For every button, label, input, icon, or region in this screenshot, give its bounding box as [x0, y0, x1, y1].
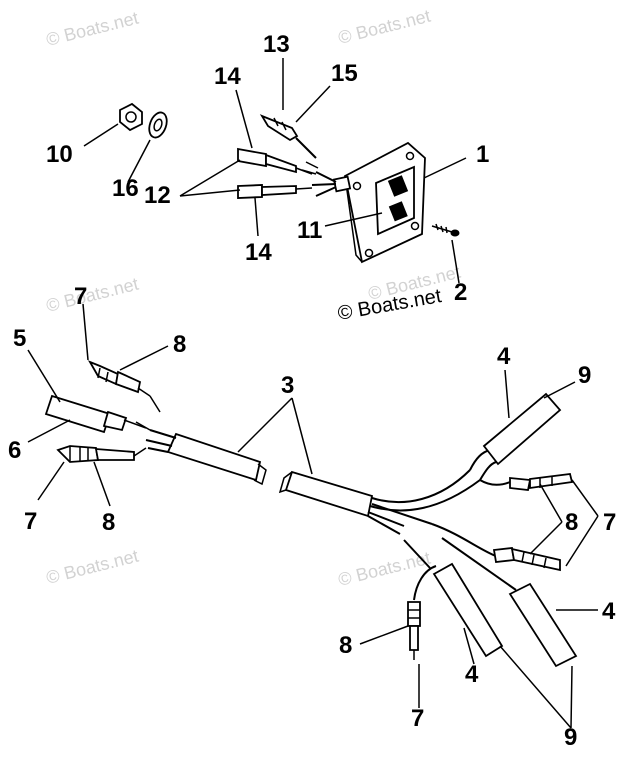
callout-6: 6	[8, 437, 21, 464]
terminal-upper	[237, 147, 313, 175]
callout-4: 4	[497, 343, 511, 370]
callout-8: 8	[565, 509, 578, 536]
switch-panel	[343, 141, 426, 264]
vertical-terminal	[407, 565, 437, 660]
callout-4: 4	[602, 598, 616, 625]
harness-left	[135, 421, 267, 486]
callout-9: 9	[564, 724, 577, 751]
callout-14: 14	[245, 239, 272, 266]
harness-right	[278, 469, 481, 535]
terminal-lower	[237, 184, 313, 199]
callout-8: 8	[102, 509, 115, 536]
screw	[431, 223, 460, 237]
callout-11: 11	[297, 217, 322, 244]
callout-3: 3	[281, 372, 294, 399]
callout-10: 10	[46, 141, 73, 168]
washer	[148, 111, 168, 139]
bullet-terminal	[259, 114, 317, 159]
callout-8: 8	[339, 632, 352, 659]
callout-9: 9	[578, 362, 591, 389]
watermark: © Boats.net	[44, 8, 140, 50]
callout-5: 5	[13, 325, 26, 352]
panel-wire-bundle	[301, 161, 352, 197]
lower-leader-lines	[27, 303, 599, 729]
callout-14: 14	[214, 63, 241, 90]
callout-8: 8	[173, 331, 186, 358]
watermark: © Boats.net	[336, 6, 432, 48]
callout-12: 12	[144, 182, 171, 209]
branch-right	[431, 473, 574, 572]
callout-16: 16	[112, 175, 139, 202]
left-connector	[44, 394, 147, 434]
watermark: © Boats.net	[44, 274, 140, 316]
terminal-cluster-top	[87, 360, 161, 413]
watermark: © Boats.net	[44, 546, 140, 588]
branch-upper-right	[469, 392, 562, 486]
nut	[119, 102, 143, 132]
connector-tube-lower-right	[441, 537, 578, 668]
callout-7: 7	[74, 283, 87, 310]
callout-15: 15	[331, 60, 358, 87]
upper-leader-lines	[83, 58, 467, 284]
callout-4: 4	[465, 661, 479, 688]
callout-1: 1	[476, 141, 489, 168]
callout-7: 7	[411, 705, 424, 732]
callout-labels: 1 2 3 4 4 4 5 6 7 7 7 7 8 8 8 8 9 9 10 1…	[8, 31, 616, 751]
callout-7: 7	[603, 509, 616, 536]
terminal-cluster-bottom	[56, 445, 147, 463]
connector-tube-lower-left	[403, 539, 504, 658]
callout-2: 2	[454, 279, 467, 306]
callout-13: 13	[263, 31, 290, 58]
callout-7: 7	[24, 508, 37, 535]
